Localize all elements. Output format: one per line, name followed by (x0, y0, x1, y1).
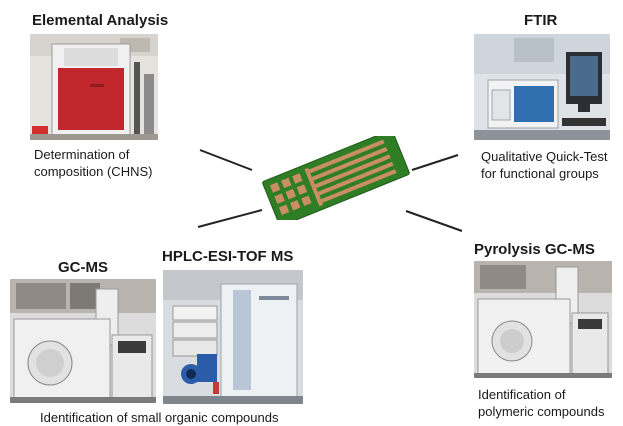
ftir-description: Qualitative Quick-Test for functional gr… (481, 148, 607, 182)
pyrolysis-title: Pyrolysis GC-MS (474, 241, 595, 258)
connector-ftir (411, 154, 459, 171)
small-compounds-description: Identification of small organic compound… (40, 410, 279, 425)
hplc-title: HPLC-ESI-TOF MS (162, 248, 294, 265)
elemental-analysis-title: Elemental Analysis (32, 12, 169, 29)
connector-pyrolysis (405, 210, 463, 232)
elemental-analyzer-photo (30, 34, 158, 140)
hplc-instrument-photo (163, 270, 303, 404)
pyrolysis-gcms-photo (474, 261, 612, 378)
ftir-spectrometer-photo (474, 34, 610, 140)
pyrolysis-description-line-2: polymeric compounds (478, 404, 605, 419)
pyrolysis-description-line-1: Identification of (478, 387, 566, 402)
elemental-description-line-2: composition (CHNS) (34, 164, 153, 179)
elemental-analysis-description: Determination of composition (CHNS) (34, 146, 152, 180)
connector-hplc (197, 209, 263, 228)
sensor-chip (262, 136, 410, 220)
ftir-description-line-2: for functional groups (481, 166, 599, 181)
gcms-title: GC-MS (58, 259, 108, 276)
gcms-instrument-photo (10, 279, 156, 403)
connector-elemental (199, 149, 253, 171)
ftir-description-line-1: Qualitative Quick-Test (481, 149, 608, 164)
elemental-description-line-1: Determination of (34, 147, 130, 162)
ftir-title: FTIR (524, 12, 558, 29)
pyrolysis-description: Identification of polymeric compounds (478, 386, 604, 420)
